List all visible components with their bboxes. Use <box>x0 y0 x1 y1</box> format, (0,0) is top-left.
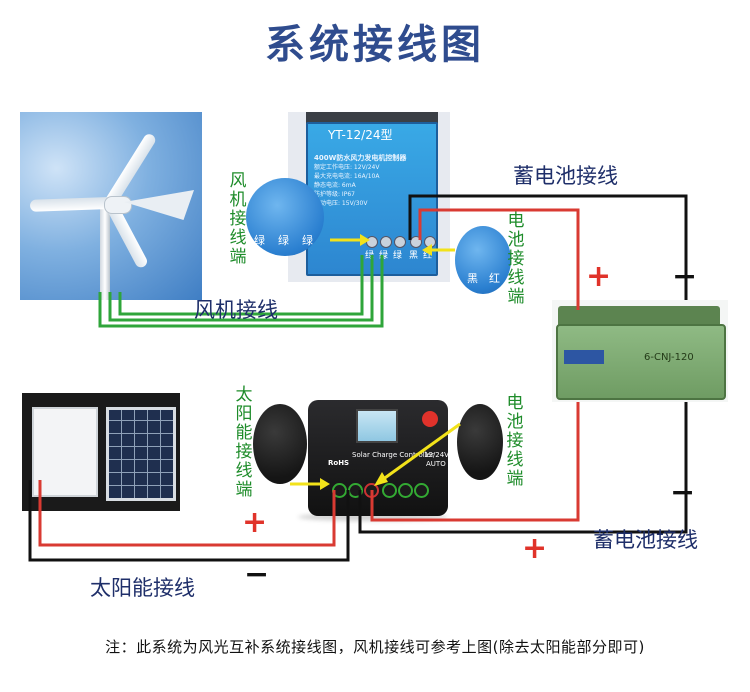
battery-wires-bottom <box>358 402 688 534</box>
battery-photo: 6-CNJ-120 <box>552 300 728 402</box>
minus-sign: − <box>244 557 270 592</box>
solar-terminal-callout <box>253 404 307 484</box>
battery-logo <box>564 350 604 364</box>
callout-terminal-label: 黑 <box>467 272 478 285</box>
battery-wiring-label-bottom: 蓄电池接线 <box>593 528 698 552</box>
battery-wire-negative <box>358 402 688 534</box>
wind-wire <box>118 255 364 316</box>
spec-line: 防护等级: IP67 <box>314 191 355 198</box>
terminal-label: 绿 <box>393 251 403 261</box>
spec-line: 额定工作电压: 12V/24V <box>314 164 380 171</box>
controller-model: YT-12/24型 <box>328 128 393 142</box>
controller-voltage: 12/24V <box>424 451 449 459</box>
spec-line: 400W防水风力发电机控制器 <box>314 154 407 162</box>
solar-wires <box>28 480 350 562</box>
solar-panel-frame <box>32 407 98 497</box>
controller-brand: RoHS <box>328 459 350 467</box>
battery-model: 6-CNJ-120 <box>644 352 694 363</box>
wind-terminal-label: 风机接线端 <box>229 171 247 267</box>
controller-terminal <box>414 483 429 498</box>
wind-wire <box>98 255 384 328</box>
solar-controller-photo: RoHS Solar Charge Controller 12/24V AUTO <box>288 395 456 527</box>
callout-terminal-label: 红 <box>489 272 500 285</box>
spec-line: 静态电流: 6mA <box>314 182 356 189</box>
battery-terminal-label-bottom: 电池接线端 <box>506 393 524 489</box>
controller-terminal <box>394 236 406 248</box>
solar-terminal-label: 太阳能接线端 <box>235 385 253 500</box>
turbine-hub <box>104 196 132 214</box>
footnote: 注：此系统为风光互补系统接线图，风机接线可参考上图(除去太阳能部分即可) <box>105 638 645 656</box>
controller-terminal <box>382 483 397 498</box>
arrow-head <box>320 478 330 490</box>
spec-line: 最大充电电流: 16A/10A <box>314 173 380 180</box>
pointer-arrows <box>290 234 461 490</box>
callout-terminal-label: 绿 <box>278 234 289 247</box>
plus-sign: + <box>522 531 548 566</box>
controller-lcd <box>356 409 398 443</box>
battery-terminal-callout-solar <box>457 404 503 480</box>
battery-wires-top <box>408 194 688 310</box>
wind-wiring-label: 风机接线 <box>194 298 278 322</box>
arrow-head <box>374 472 388 486</box>
terminal-label: 红 <box>423 251 433 261</box>
controller-terminal <box>398 483 413 498</box>
controller-mode: AUTO <box>426 460 446 468</box>
battery-wire-negative <box>408 194 688 300</box>
controller-product-name: Solar Charge Controller <box>352 451 434 459</box>
solar-wire-positive <box>38 480 336 547</box>
minus-sign: − <box>672 259 698 294</box>
arrow-head <box>360 234 370 246</box>
callout-terminal-label: 绿 <box>302 234 313 247</box>
minus-sign: − <box>670 475 696 510</box>
battery-wire-positive <box>418 208 580 310</box>
plus-sign: + <box>242 505 268 540</box>
solar-wire-negative <box>28 480 350 562</box>
wind-turbine-photo <box>20 112 202 300</box>
plus-sign: + <box>586 259 612 294</box>
solar-wiring-label: 太阳能接线 <box>90 576 195 600</box>
solar-panel-photo <box>22 393 180 511</box>
terminal-label: 绿 <box>365 251 375 261</box>
battery-lid <box>558 306 720 328</box>
solar-panel <box>106 407 176 501</box>
wind-terminal-callout: 绿 绿 绿 <box>246 178 324 256</box>
wind-wires <box>98 255 384 328</box>
callout-terminal-label: 绿 <box>254 234 265 247</box>
turbine-tower <box>100 207 110 300</box>
diagram-title: 系统接线图 <box>265 22 485 68</box>
battery-terminal-callout: 黑 红 <box>455 226 511 294</box>
controller-spec: 400W防水风力发电机控制器 额定工作电压: 12V/24V 最大充电电流: 1… <box>314 154 426 208</box>
battery-terminal-label-top: 电池接线端 <box>507 211 525 307</box>
controller-button <box>422 411 438 427</box>
battery-wiring-label-top: 蓄电池接线 <box>513 164 618 188</box>
battery-wire-positive <box>370 402 580 522</box>
controller-terminal <box>380 236 392 248</box>
terminal-label: 绿 <box>379 251 389 261</box>
arrow-head <box>422 244 432 256</box>
spec-line: 制动电压: 15V/30V <box>314 200 368 207</box>
terminal-label: 黑 <box>409 251 419 261</box>
arrow <box>381 422 461 482</box>
wind-wire <box>108 255 374 322</box>
